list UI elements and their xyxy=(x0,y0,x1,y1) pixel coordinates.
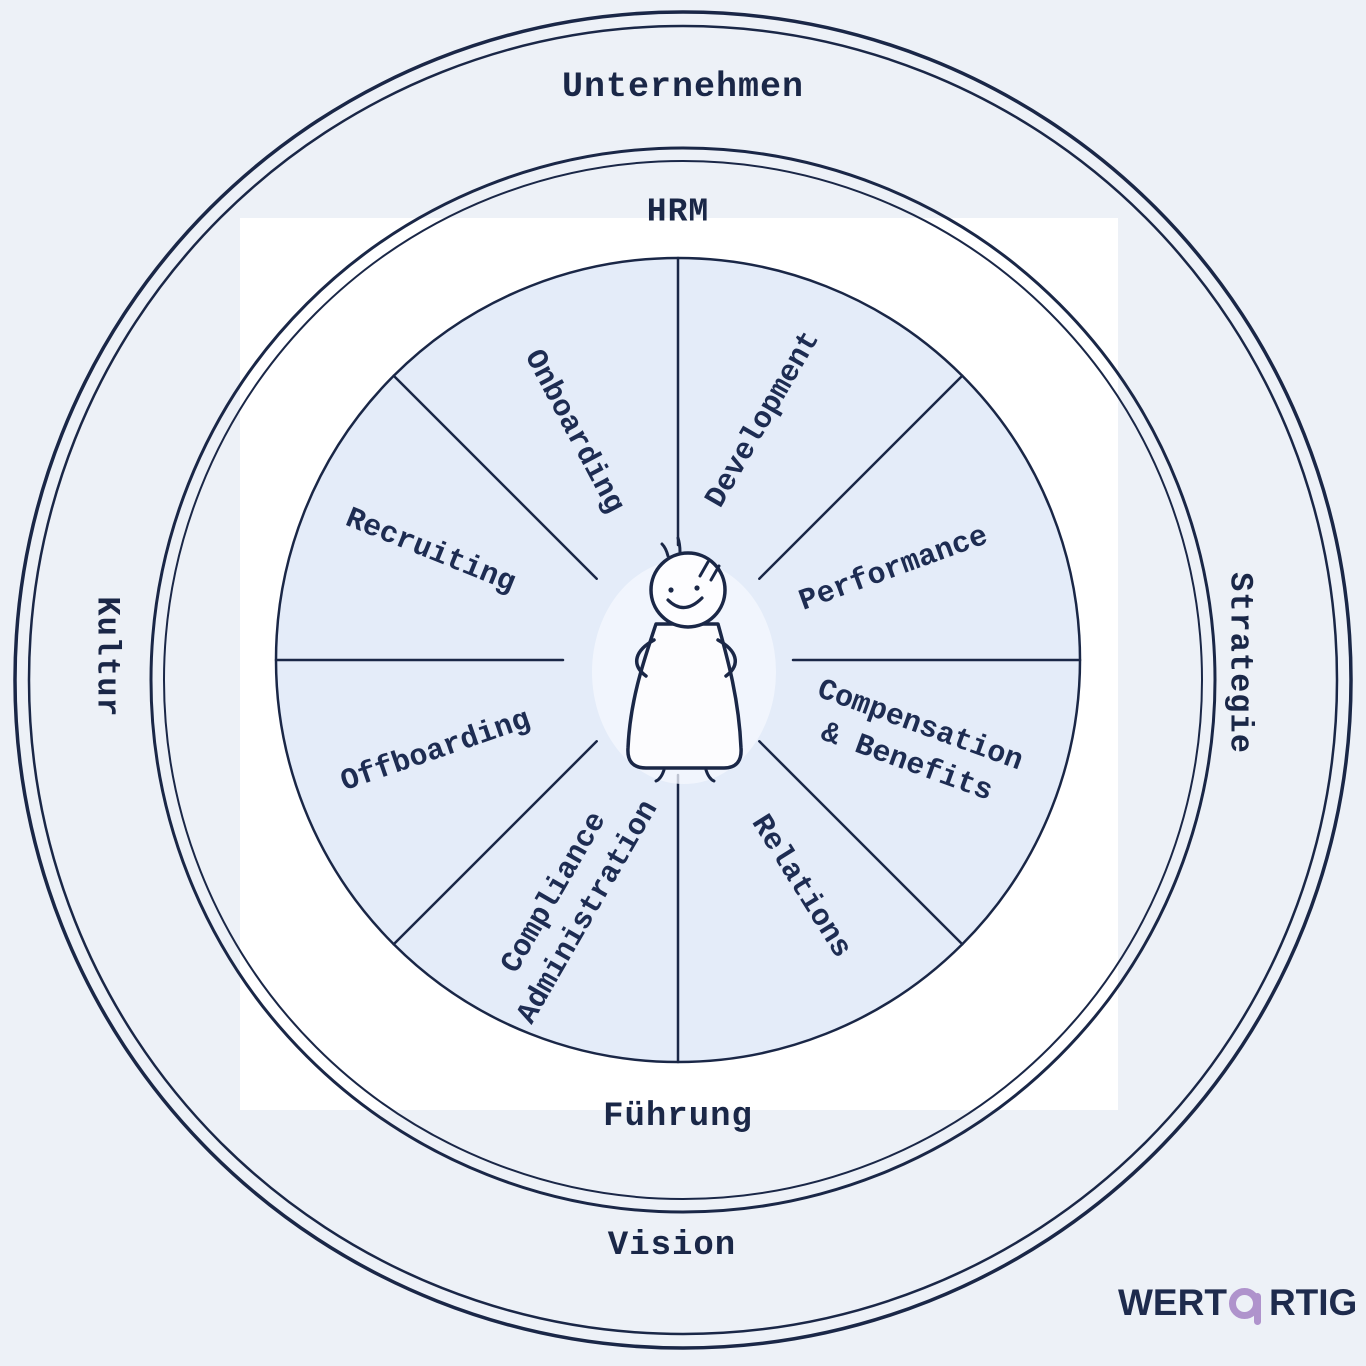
outer-ring-outer-circle xyxy=(13,10,1353,1350)
outer-ring-label-right: Strategie xyxy=(1221,572,1259,754)
segment-divider xyxy=(392,740,598,946)
person-left-foot xyxy=(654,768,666,783)
person-accent-stroke xyxy=(709,564,721,582)
middle-ring-outer-circle xyxy=(149,146,1217,1214)
outer-ring-label-top: Unternehmen xyxy=(561,67,805,107)
segment-divider xyxy=(392,374,598,580)
middle-ring-label-bottom: Führung xyxy=(603,1098,753,1136)
person-smile xyxy=(666,596,704,610)
person-icon xyxy=(592,536,776,784)
person-right-arm xyxy=(716,638,737,678)
segment-divider xyxy=(758,740,964,946)
segment-dividers xyxy=(274,256,1082,1064)
person-head xyxy=(649,551,727,629)
outer-ring-inner-circle xyxy=(27,24,1339,1336)
person-right-eye xyxy=(694,585,700,591)
wertartig-logo: WERT RTIG xyxy=(1118,1282,1358,1325)
logo-text-wert: WERT xyxy=(1118,1282,1227,1323)
outer-ring-label-bottom: Vision xyxy=(607,1227,737,1265)
person-hair-stroke xyxy=(676,536,682,554)
middle-ring-label-top: HRM xyxy=(646,193,710,231)
person-accent-stroke xyxy=(698,560,710,578)
person-left-arm xyxy=(635,638,656,678)
person-body xyxy=(626,622,743,770)
segment-divider xyxy=(758,374,964,580)
person-hair-stroke xyxy=(660,542,670,558)
logo-alpha-icon xyxy=(1228,1287,1261,1325)
person-right-foot xyxy=(704,768,716,783)
outer-ring-label-left: Kultur xyxy=(88,596,126,718)
person-left-eye xyxy=(668,587,674,593)
logo-text-rtig: RTIG xyxy=(1268,1282,1358,1323)
middle-ring-inner-circle xyxy=(163,160,1203,1200)
